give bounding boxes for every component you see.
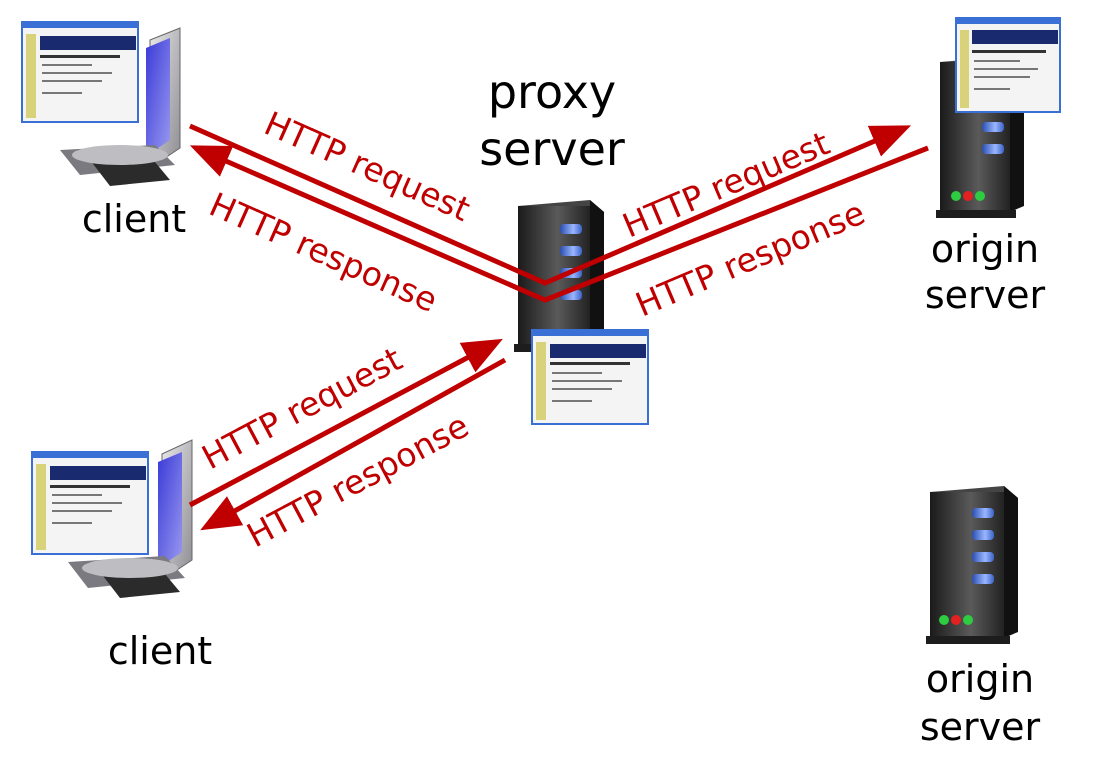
proxy-server-label-line2: server xyxy=(479,122,625,176)
top-client-request-arrow xyxy=(188,123,912,286)
proxy-server-label-line1: proxy xyxy=(488,65,616,119)
client-computer-bottom-icon xyxy=(68,439,193,598)
bottom-client-request-arrow xyxy=(188,338,503,508)
browser-window-icon xyxy=(21,21,139,123)
origin-server-top-label-line1: origin xyxy=(931,227,1039,271)
origin-server-bottom-label-line1: origin xyxy=(926,657,1034,701)
origin-server-top-label-line2: server xyxy=(925,273,1046,317)
client-bottom-label: client xyxy=(108,629,212,673)
origin-server-bottom-icon xyxy=(926,486,1018,644)
client-computer-top-icon xyxy=(60,27,181,186)
top-client-request-label: HTTP request xyxy=(259,104,476,229)
origin-server-bottom-label-line2: server xyxy=(920,705,1041,749)
bottom-client-response-arrow xyxy=(200,357,507,531)
browser-window-icon xyxy=(531,329,649,425)
top-client-response-arrow xyxy=(189,145,929,303)
browser-window-icon xyxy=(31,451,149,555)
client-top-label: client xyxy=(82,197,186,241)
arrows xyxy=(188,123,929,531)
browser-window-icon xyxy=(955,17,1061,113)
